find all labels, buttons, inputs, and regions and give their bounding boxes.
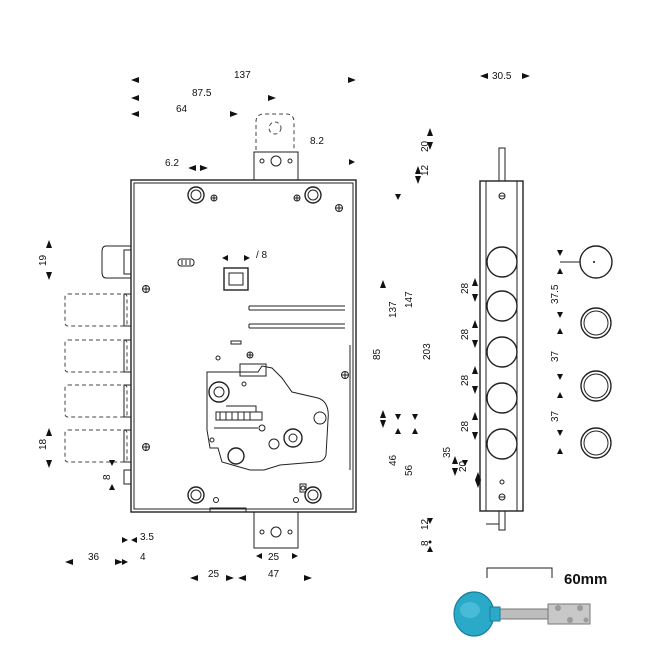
dim-8-bottom: 8 (420, 540, 431, 546)
dim-64: 64 (176, 104, 188, 115)
dimension-labels: 137 87.5 64 30.5 8.2 6.2 / 8 20 12 19 18… (38, 70, 561, 580)
pin-slot (177, 258, 195, 267)
cross-screws (142, 194, 349, 503)
dim-20-top: 20 (420, 140, 431, 152)
dim-137-width: 137 (234, 70, 251, 81)
dim-36: 36 (88, 552, 100, 563)
top-tab-dashed-extension (255, 113, 295, 150)
faceplate-outline (479, 180, 524, 512)
top-mounting-tab (253, 151, 299, 180)
dim-147: 147 (404, 291, 415, 308)
dim-37-b: 37 (550, 410, 561, 422)
lock-mechanism (206, 355, 329, 493)
dim-25-left: 25 (208, 569, 220, 580)
dim-203: 203 (422, 343, 433, 360)
top-tab-dashed-hole (268, 121, 282, 135)
key-length-bracket (486, 567, 553, 578)
dim-85: 85 (372, 348, 383, 360)
dim-37-a: 37 (550, 350, 561, 362)
mechanism-cylinder (208, 381, 230, 403)
faceplate-bottom-tab (498, 511, 506, 531)
dim-12-top: 12 (420, 164, 431, 176)
lock-side-view (479, 147, 524, 531)
dim-46: 46 (388, 454, 399, 466)
faceplate-top-tab (498, 147, 506, 181)
dim-3-5: 3.5 (140, 532, 154, 543)
dim-18: 18 (38, 438, 49, 450)
bottom-tab-hole (270, 526, 282, 538)
dim-8-2: 8.2 (310, 136, 324, 147)
dim-25-center: 25 (268, 552, 280, 563)
dim-37-5: 37.5 (550, 284, 561, 304)
dim-28-d: 28 (460, 420, 471, 432)
lock-front-view (64, 113, 357, 549)
dim-19: 19 (38, 254, 49, 266)
dim-6-2: 6.2 (165, 158, 179, 169)
dim-56: 56 (404, 464, 415, 476)
dim-12-bottom: 12 (420, 518, 431, 530)
key-length-label: 60mm (564, 571, 607, 588)
dim-30-5: 30.5 (492, 71, 512, 82)
side-latch (101, 245, 131, 279)
dim-28-a: 28 (460, 282, 471, 294)
dim-35: 35 (442, 446, 453, 458)
dim-28-b: 28 (460, 328, 471, 340)
top-tab-hole (270, 155, 282, 167)
key-illustration: 60mm (453, 567, 607, 637)
bolt-sections (560, 245, 613, 459)
dim-8-pin: / 8 (256, 250, 268, 261)
spindle-square (223, 267, 249, 291)
dim-137-height: 137 (388, 301, 399, 318)
dim-20-bottom: 20 (458, 460, 469, 472)
faceplate-bolt-holes (486, 246, 518, 460)
bottom-mounting-tab (253, 512, 299, 549)
dashed-bolts (64, 293, 132, 485)
lock-case-outline (130, 179, 357, 513)
rail-bars (230, 305, 345, 345)
mounting-screws (187, 186, 322, 504)
dim-4: 4 (140, 552, 146, 563)
dim-28-c: 28 (460, 374, 471, 386)
dimension-arrows (46, 73, 563, 581)
dim-47: 47 (268, 569, 280, 580)
dim-87-5: 87.5 (192, 88, 212, 99)
dim-8-left: 8 (102, 474, 113, 480)
